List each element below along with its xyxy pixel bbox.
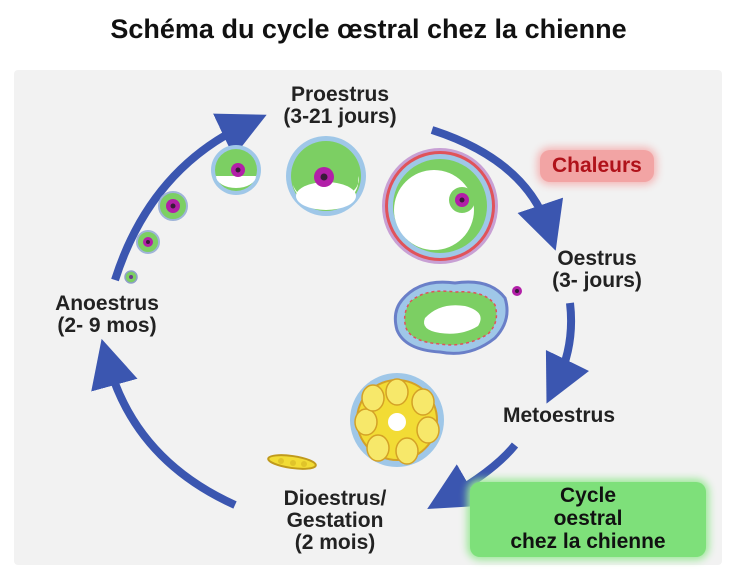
dioestrus-name2: Gestation — [286, 509, 384, 532]
cycle-badge-line2: oestral — [553, 507, 623, 530]
arrow-dioestrus-to-anoestrus — [91, 338, 237, 509]
anoestrus-duration: (2- 9 mos) — [57, 314, 157, 337]
released-oocyte — [512, 286, 522, 296]
arrow-anoestrus-to-proestrus — [111, 113, 267, 282]
arrow-metoestrus-to-dioestrus — [427, 442, 519, 509]
metoestrus-name: Metoestrus — [502, 404, 616, 427]
oestrus-duration: (3- jours) — [552, 269, 642, 292]
label-dioestrus: Dioestrus/ Gestation (2 mois) — [255, 488, 415, 554]
label-proestrus: Proestrus (3-21 jours) — [255, 84, 425, 128]
proestrus-duration: (3-21 jours) — [283, 105, 397, 128]
antral-follicle — [286, 136, 366, 216]
oestrus-name: Oestrus — [557, 247, 637, 270]
cycle-badge-line3: chez la chienne — [510, 530, 666, 553]
corpus-albicans — [267, 454, 317, 470]
ruptured-follicle — [393, 280, 509, 355]
secondary-follicle — [158, 191, 188, 221]
arrow-oestrus-to-metoestrus — [545, 302, 590, 404]
arrow-proestrus-to-oestrus — [430, 126, 564, 251]
primary-follicle — [136, 230, 160, 254]
label-metoestrus: Metoestrus — [474, 405, 644, 427]
proestrus-name: Proestrus — [290, 83, 390, 106]
label-anoestrus: Anoestrus (2- 9 mos) — [22, 293, 192, 337]
dioestrus-name: Dioestrus/ — [283, 487, 387, 510]
corpus-luteum — [350, 373, 444, 467]
anoestrus-name: Anoestrus — [55, 292, 159, 315]
primordial-follicle — [124, 270, 138, 284]
panel-background — [14, 70, 722, 565]
label-oestrus: Oestrus (3- jours) — [527, 248, 667, 292]
chaleurs-badge: Chaleurs — [540, 150, 654, 182]
preovulatory-follicle — [382, 148, 498, 264]
cycle-oestral-badge: Cycle oestral chez la chienne — [470, 482, 706, 557]
page-title: Schéma du cycle œstral chez la chienne — [110, 14, 627, 44]
dioestrus-duration: (2 mois) — [294, 531, 376, 554]
early-antral-follicle — [211, 145, 261, 195]
cycle-badge-line1: Cycle — [559, 484, 617, 507]
